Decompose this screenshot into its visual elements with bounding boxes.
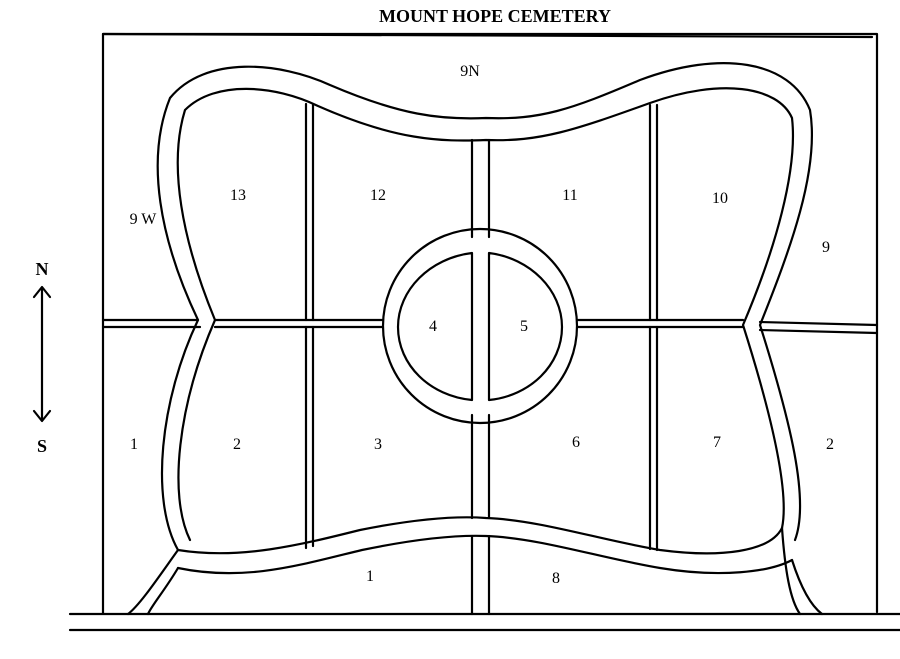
section-1-south-label: 1 bbox=[366, 568, 374, 585]
section-9-label: 9 bbox=[822, 239, 830, 256]
south-road-lower-edge bbox=[176, 534, 794, 575]
section-12-label: 12 bbox=[370, 187, 386, 204]
outer-boundary-top-inner bbox=[101, 32, 874, 39]
south-road-upper-edge bbox=[176, 516, 784, 555]
map-title: MOUNT HOPE CEMETERY bbox=[379, 6, 611, 26]
section-5-boundary bbox=[487, 251, 564, 402]
compass-arrow-north-icon bbox=[32, 285, 52, 299]
section-5-label: 5 bbox=[520, 318, 528, 335]
compass-arrow-south-icon bbox=[32, 409, 52, 423]
ring-road-inner-edge bbox=[176, 87, 795, 542]
section-7-label: 7 bbox=[713, 434, 721, 451]
east-entrance-outer bbox=[790, 558, 824, 616]
section-3-label: 3 bbox=[374, 436, 382, 453]
section-9n-label: 9N bbox=[460, 63, 480, 80]
ring-road-outer-edge bbox=[156, 62, 814, 552]
compass-north: N bbox=[36, 259, 49, 279]
section-2-east-label: 2 bbox=[826, 436, 834, 453]
section-2-label: 2 bbox=[233, 436, 241, 453]
outer-boundary bbox=[101, 32, 879, 615]
section-4-boundary bbox=[396, 251, 474, 402]
section-9w-label: 9 W bbox=[130, 211, 158, 228]
west-entrance-outer bbox=[126, 548, 180, 616]
section-8-label: 8 bbox=[552, 570, 560, 587]
section-13-label: 13 bbox=[230, 187, 246, 204]
section-11-label: 11 bbox=[562, 187, 577, 204]
section-1-west-label: 1 bbox=[130, 436, 138, 453]
east-entrance-inner bbox=[780, 526, 802, 616]
ew-road-far-east-north bbox=[758, 320, 879, 327]
section-6-label: 6 bbox=[572, 434, 580, 451]
compass-south: S bbox=[37, 436, 47, 456]
ew-road-far-east-south bbox=[758, 328, 879, 335]
section-4-label: 4 bbox=[429, 318, 437, 335]
section-10-label: 10 bbox=[712, 190, 728, 207]
west-entrance-inner bbox=[146, 566, 180, 616]
circle-road-outer bbox=[381, 227, 579, 425]
